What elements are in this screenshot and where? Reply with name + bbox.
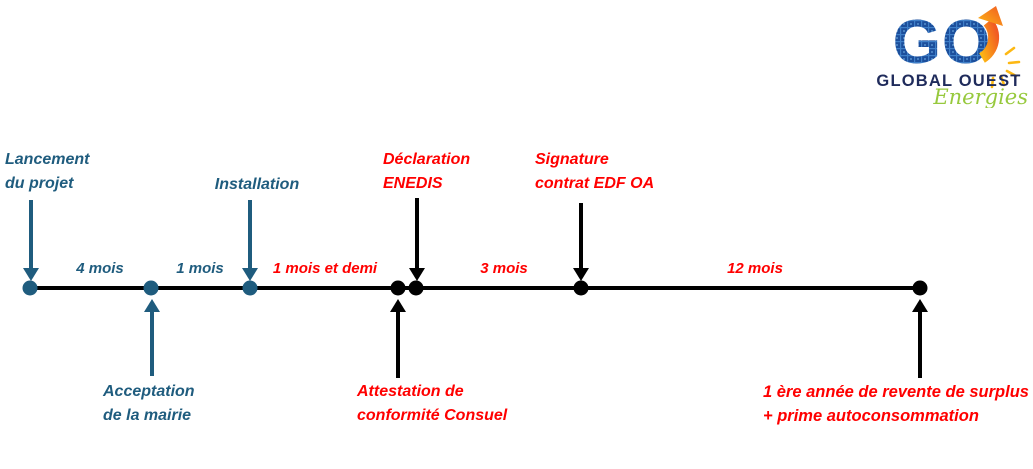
arrow-head <box>573 268 589 281</box>
label-installation: Installation <box>214 176 300 193</box>
milestone-dot-declaration <box>408 280 424 296</box>
arrow-head <box>912 299 928 312</box>
duration-1-mois-et-demi: 1 mois et demi <box>272 260 378 277</box>
logo-tagline: Energies <box>932 85 1028 108</box>
milestone-dot-signature <box>573 280 589 296</box>
duration-4-mois: 4 mois <box>76 260 124 277</box>
timeline-line <box>30 286 925 290</box>
label-line: ENEDIS <box>383 175 443 192</box>
milestone-dot-lancement <box>22 280 38 296</box>
down-arrow-declaration-icon <box>409 198 425 281</box>
label-revente-surplus: 1 ère année de revente de surplus + prim… <box>763 380 1029 428</box>
label-line: 1 ère année de revente de surplus <box>763 383 1029 401</box>
milestone-dot-revente <box>912 280 928 296</box>
label-signature-edf-oa: Signature contrat EDF OA <box>535 148 654 196</box>
label-acceptation-mairie: Acceptation de la mairie <box>103 380 195 428</box>
logo-sun-arrow-icon <box>978 18 1000 63</box>
milestone-dot-installation <box>242 280 258 296</box>
label-line: du projet <box>5 175 74 192</box>
arrow-head <box>242 268 258 281</box>
label-line: conformité Consuel <box>357 407 508 424</box>
milestone-dot-acceptation <box>143 280 159 296</box>
up-arrow-attestation-icon <box>390 299 406 378</box>
arrow-head <box>144 299 160 312</box>
label-line: Déclaration <box>383 151 471 168</box>
logo-monogram: GO <box>893 8 991 77</box>
global-ouest-logo: GO GLOBAL OUEST Energies <box>876 6 1028 108</box>
arrow-head <box>409 268 425 281</box>
arrow-shaft <box>29 200 33 268</box>
up-arrow-acceptation-icon <box>144 299 160 376</box>
logo-company-name: GLOBAL OUEST <box>876 72 1021 90</box>
up-arrow-revente-icon <box>912 299 928 378</box>
arrow-head <box>390 299 406 312</box>
logo-arrowhead-icon <box>978 6 1003 26</box>
label-declaration-enedis: Déclaration ENEDIS <box>383 148 470 196</box>
label-attestation-consuel: Attestation de conformité Consuel <box>357 380 507 428</box>
arrow-shaft <box>396 312 400 378</box>
arrow-shaft <box>579 203 583 268</box>
label-line: Attestation de <box>357 383 464 400</box>
label-line: de la mairie <box>103 407 192 424</box>
label-line: contrat EDF OA <box>535 175 655 192</box>
down-arrow-lancement-icon <box>23 200 39 281</box>
logo-sun-rays-icon <box>990 46 1021 89</box>
arrow-shaft <box>248 200 252 268</box>
duration-1-mois: 1 mois <box>176 260 224 277</box>
milestone-dot-attestation <box>390 280 406 296</box>
label-line: Acceptation <box>103 383 195 400</box>
duration-12-mois: 12 mois <box>727 260 783 277</box>
down-arrow-signature-icon <box>573 203 589 281</box>
duration-3-mois: 3 mois <box>480 260 528 277</box>
down-arrow-installation-icon <box>242 200 258 281</box>
label-line: + prime autoconsommation <box>763 407 979 425</box>
arrow-shaft <box>918 312 922 378</box>
arrow-head <box>23 268 39 281</box>
label-line: Lancement <box>5 151 90 168</box>
label-lancement-du-projet: Lancement du projet <box>5 148 89 196</box>
arrow-shaft <box>415 198 419 268</box>
arrow-shaft <box>150 312 154 376</box>
label-line: Signature <box>535 151 609 168</box>
